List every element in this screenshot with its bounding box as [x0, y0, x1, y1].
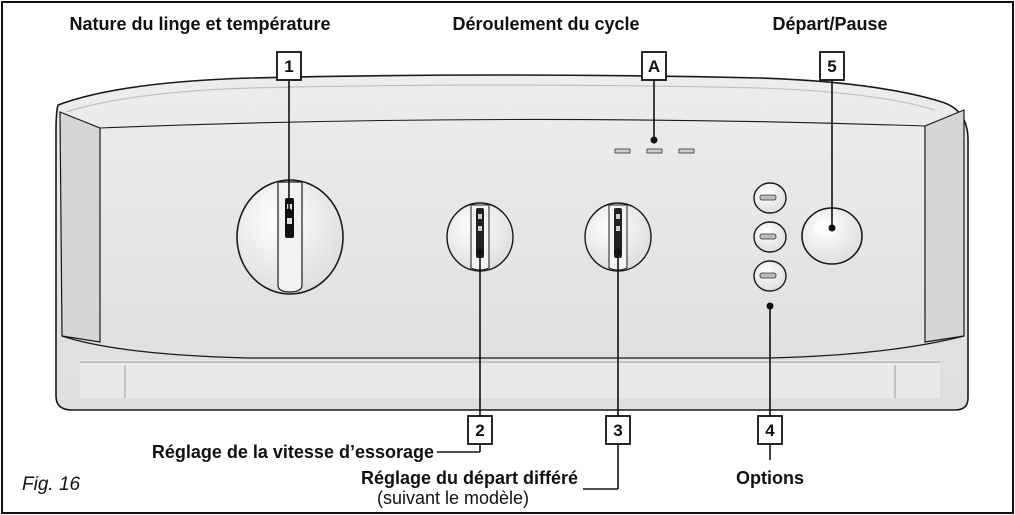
option-button-3[interactable] — [753, 260, 787, 292]
svg-text:3: 3 — [613, 421, 622, 440]
label-spin: Réglage de la vitesse d’essorage — [152, 442, 434, 462]
svg-text:2: 2 — [475, 421, 484, 440]
led-icon — [646, 148, 663, 154]
label-cycle: Déroulement du cycle — [452, 14, 639, 34]
option-led-icon — [759, 194, 777, 201]
spin-speed-knob[interactable] — [446, 202, 514, 272]
option-led-icon — [759, 272, 777, 279]
delay-start-knob[interactable] — [584, 202, 652, 272]
label-start: Départ/Pause — [772, 14, 887, 34]
label-delay: Réglage du départ différé — [361, 468, 578, 488]
callout-5: 5 — [819, 51, 845, 81]
figure-caption: Fig. 16 — [22, 474, 81, 495]
svg-text:4: 4 — [765, 421, 775, 440]
delay-indicator-icon — [614, 208, 622, 258]
leader-lines — [285, 80, 836, 490]
cycle-status-leds — [614, 148, 695, 154]
led-icon — [678, 148, 695, 154]
svg-text:A: A — [648, 57, 660, 76]
option-led-icon — [759, 233, 777, 240]
spin-indicator-icon — [476, 208, 484, 258]
option-button-1[interactable] — [753, 182, 787, 214]
label-nature: Nature du linge et température — [69, 14, 330, 34]
svg-text:5: 5 — [827, 57, 836, 76]
callout-1: 1 — [276, 51, 302, 81]
option-button-2[interactable] — [753, 221, 787, 253]
program-selector-dial[interactable] — [236, 179, 344, 295]
callout-4: 4 — [757, 415, 783, 445]
svg-text:1: 1 — [284, 57, 293, 76]
label-delay-note: (suivant le modèle) — [377, 488, 529, 508]
callout-A: A — [641, 51, 667, 81]
label-options: Options — [736, 468, 804, 488]
callout-3: 3 — [605, 415, 631, 445]
led-icon — [614, 148, 631, 154]
callout-2: 2 — [467, 415, 493, 445]
